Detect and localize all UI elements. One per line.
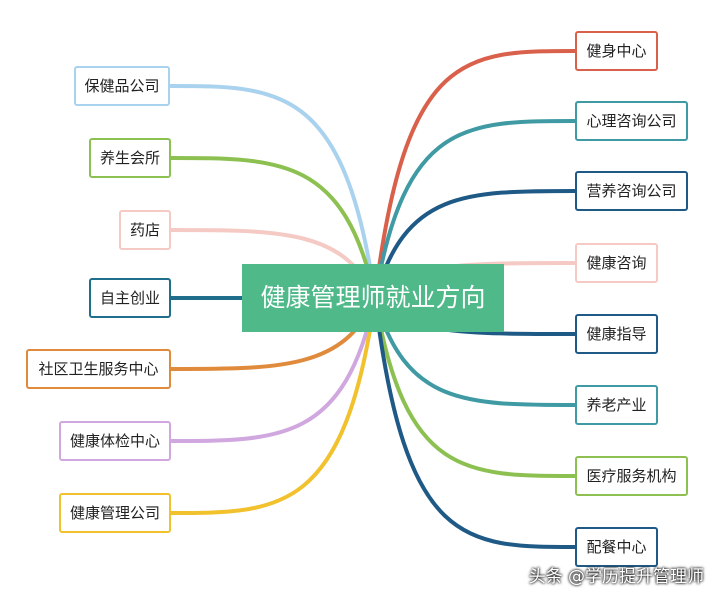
- right-branch-node-2: 心理咨询公司: [575, 101, 688, 141]
- left-connector-6: [169, 296, 377, 443]
- left-branch-node-4: 自主创业: [89, 278, 171, 318]
- right-connector-6: [373, 296, 577, 407]
- right-connector-7: [373, 296, 577, 478]
- right-branch-node-4: 健康咨询: [575, 243, 658, 283]
- right-branch-node-7: 医疗服务机构: [575, 456, 688, 496]
- watermark: 头条 @学历提升管理师: [528, 567, 704, 587]
- left-branch-node-2: 养生会所: [89, 138, 171, 178]
- right-branch-node-3: 营养咨询公司: [575, 171, 688, 211]
- right-branch-node-5: 健康指导: [575, 314, 658, 354]
- right-connector-2: [373, 119, 577, 300]
- right-branch-node-8: 配餐中心: [575, 527, 658, 567]
- left-connector-2: [169, 156, 377, 300]
- left-branch-node-3: 药店: [119, 210, 171, 250]
- central-topic: 健康管理师就业方向: [242, 264, 504, 332]
- right-branch-node-6: 养老产业: [575, 385, 658, 425]
- left-branch-node-7: 健康管理公司: [59, 493, 171, 533]
- left-branch-node-1: 保健品公司: [74, 66, 170, 106]
- right-branch-node-1: 健身中心: [575, 31, 658, 71]
- left-connector-1: [168, 84, 377, 300]
- right-connector-3: [373, 189, 577, 300]
- right-connector-1: [373, 49, 577, 300]
- right-connector-8: [373, 296, 577, 549]
- left-branch-node-6: 健康体检中心: [59, 421, 171, 461]
- left-connector-7: [169, 296, 377, 515]
- left-branch-node-5: 社区卫生服务中心: [26, 349, 171, 389]
